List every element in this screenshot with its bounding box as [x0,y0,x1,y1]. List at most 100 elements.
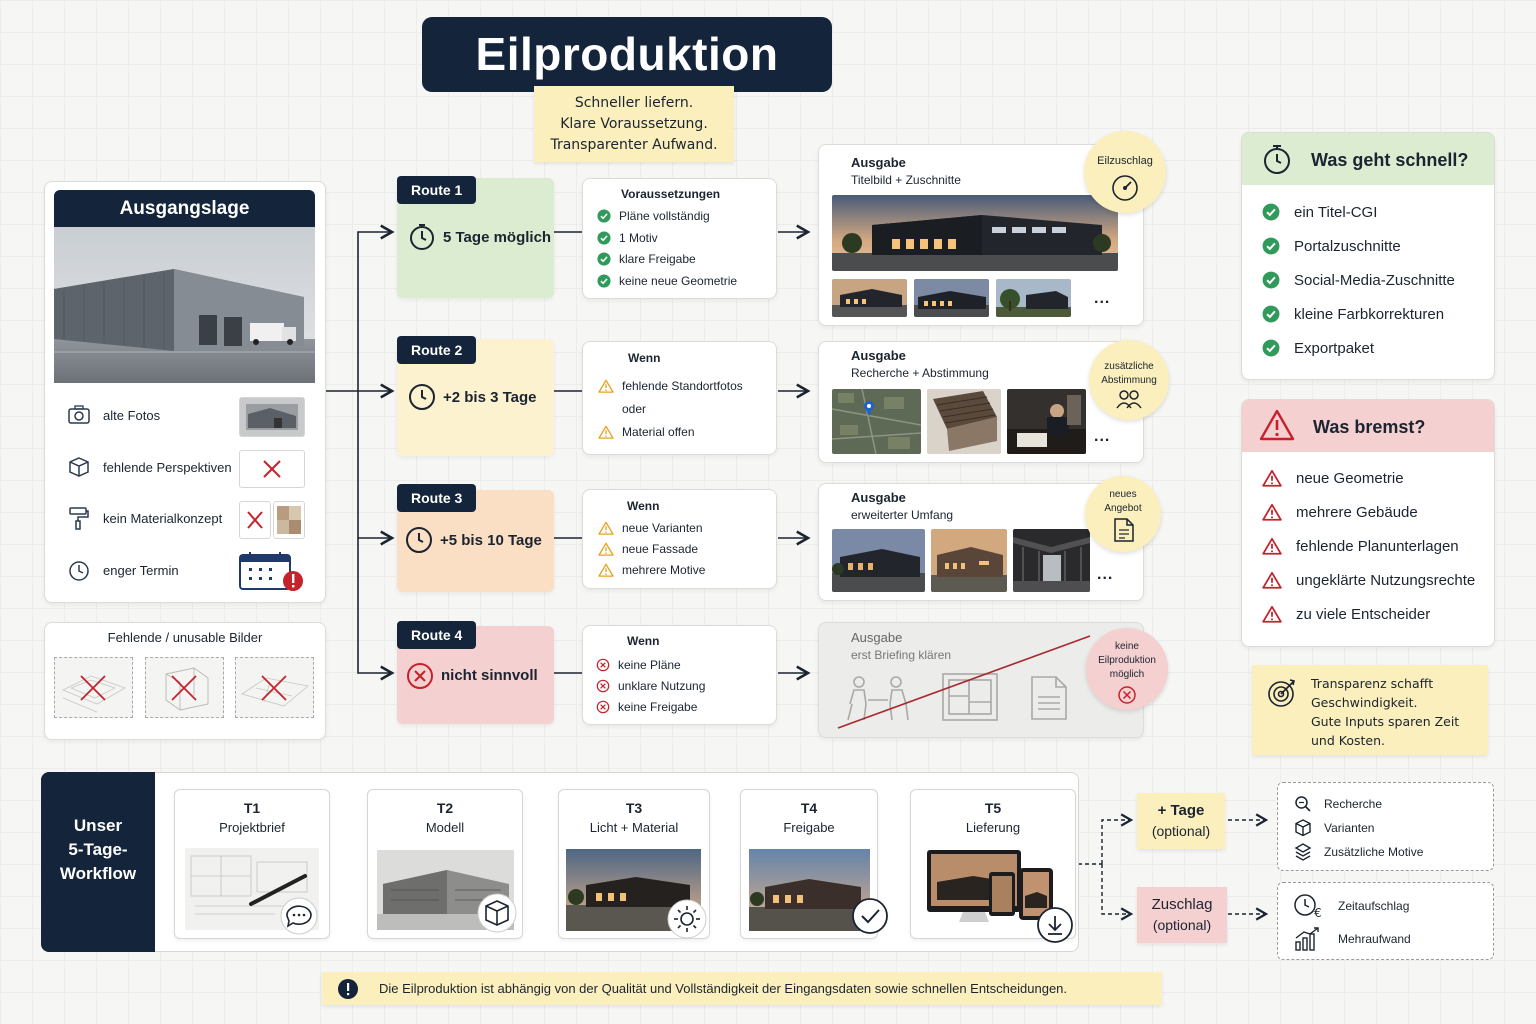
fast-label: Portalzuschnitte [1294,237,1401,255]
slow-item: zu viele Entscheider [1262,605,1430,623]
check-icon [597,230,611,245]
condition-label: Material offen [622,425,695,439]
warning-icon [598,542,614,556]
paint-roller-icon [68,506,90,530]
title-note-line: Schneller liefern. [574,95,694,111]
gauge-icon [1110,173,1140,201]
x-circle-icon [406,662,434,690]
footer-note-text: Die Eilproduktion ist abhängig von der Q… [379,981,1068,996]
fast-label: ein Titel-CGI [1294,203,1378,221]
ausgangslage-row-label: fehlende Perspektiven [103,460,232,475]
step-label: Licht + Material [589,820,679,835]
clock-icon [408,383,436,411]
ausgangslage-heading: Ausgangslage [54,190,315,227]
x-circle-icon [596,700,610,714]
fast-label: kleine Farbkorrekturen [1294,305,1445,323]
title-note: Schneller liefern. Klare Voraussetzung. … [534,86,734,162]
route-2-material-thumb [927,389,1001,454]
extras-day-item: Zusätzliche Motive [1294,843,1423,861]
route-2-badge-label: zusätzliche Abstimmung [1101,361,1157,386]
slow-label: zu viele Entscheider [1296,605,1431,623]
route-4-label: nicht sinnvoll [441,667,538,684]
route-4-condition: keine Pläne [596,658,681,672]
slow-label: neue Geometrie [1296,469,1404,487]
extras-cost-box [1277,882,1494,960]
slow-item: mehrere Gebäude [1262,503,1418,521]
step-label: Lieferung [965,820,1021,835]
missing-image-sketch [145,657,224,718]
fast-label: Exportpaket [1294,339,1375,357]
extras-days-box [1277,782,1494,871]
slow-card-head [1242,400,1494,452]
slow-label: ungeklärte Nutzungsrechte [1296,571,1476,589]
route-1-label: 5 Tage möglich [443,229,552,246]
plus-days-optional: (optional) [1151,823,1211,839]
extras-day-label: Zusätzliche Motive [1324,845,1424,859]
condition-label: neue Varianten [622,521,703,535]
target-icon [1266,677,1298,709]
route-1-condition: keine neue Geometrie [597,274,737,288]
workflow-step-t4: T4 Freigabe [740,789,878,939]
condition-label: keine neue Geometrie [619,273,738,288]
route-2-badge [1089,340,1169,420]
slow-item: neue Geometrie [1262,469,1404,487]
route-3-conditions [582,489,777,589]
download-icon [1036,906,1074,944]
plus-days-box: + Tage (optional) [1137,793,1225,849]
condition-label: keine Pläne [618,658,681,672]
stopwatch-icon [408,223,436,251]
route-1-conditions [582,178,777,299]
check-icon [1262,237,1280,255]
route-2-label: +2 bis 3 Tage [443,389,537,406]
warning-icon [1262,469,1282,487]
warning-icon [1262,571,1282,589]
missing-material-box [239,501,271,539]
check-icon [597,273,611,288]
warning-icon [1262,605,1282,623]
condition-label: fehlende Standortfotos [622,379,743,393]
route-2-cond-title: Wenn [628,351,661,365]
cube-icon [68,456,90,478]
workflow-heading-line: Workflow [59,864,137,883]
chat-icon [279,897,319,935]
svg-text:€: € [1314,906,1322,919]
route-2-out-title: Ausgabe [851,348,906,363]
route-1-hero-render [832,195,1118,271]
route-4-badge-label: keine Eilproduktion möglich [1098,641,1156,680]
warning-icon [1259,408,1295,442]
stopwatch-icon [1261,143,1293,175]
plus-days-label: + Tage [1157,802,1205,819]
info-icon [337,978,359,1000]
extras-cost-label: Mehraufwand [1338,932,1411,946]
route-2-condition: Material offen [598,425,695,439]
slow-card [1241,399,1495,647]
warehouse-photo [54,227,315,383]
search-icon [1295,796,1311,812]
route-2-out-sub: Recherche + Abstimmung [851,366,989,380]
route-2-condition: fehlende Standortfotos [598,379,743,393]
extras-cost-item: Mehraufwand [1294,926,1411,952]
condition-label: oder [622,402,647,416]
cube-icon [1295,819,1311,837]
warning-icon [598,379,614,393]
route-3-badge [1085,476,1161,552]
condition-label: 1 Motiv [619,230,658,245]
route-3-condition: mehrere Motive [598,563,705,577]
warning-icon [1262,537,1282,555]
route-3-condition: neue Varianten [598,521,703,535]
devices-image [925,848,1061,930]
route-3-cond-title: Wenn [627,499,660,513]
missing-image-sketch [235,657,314,718]
route-3-out-sub: erweiterter Umfang [851,508,954,522]
people-icon [1116,389,1142,409]
route-3-more: ... [1097,566,1114,583]
step-t: T2 [436,800,454,816]
step-label: Projektbrief [219,820,285,835]
cube-icon [477,893,517,933]
fast-item: Portalzuschnitte [1262,237,1401,255]
route-1-condition: 1 Motiv [597,231,658,245]
step-label: Modell [425,820,465,835]
step-t: T5 [984,800,1002,816]
extras-day-label: Recherche [1324,797,1383,811]
material-swatch [273,501,305,539]
